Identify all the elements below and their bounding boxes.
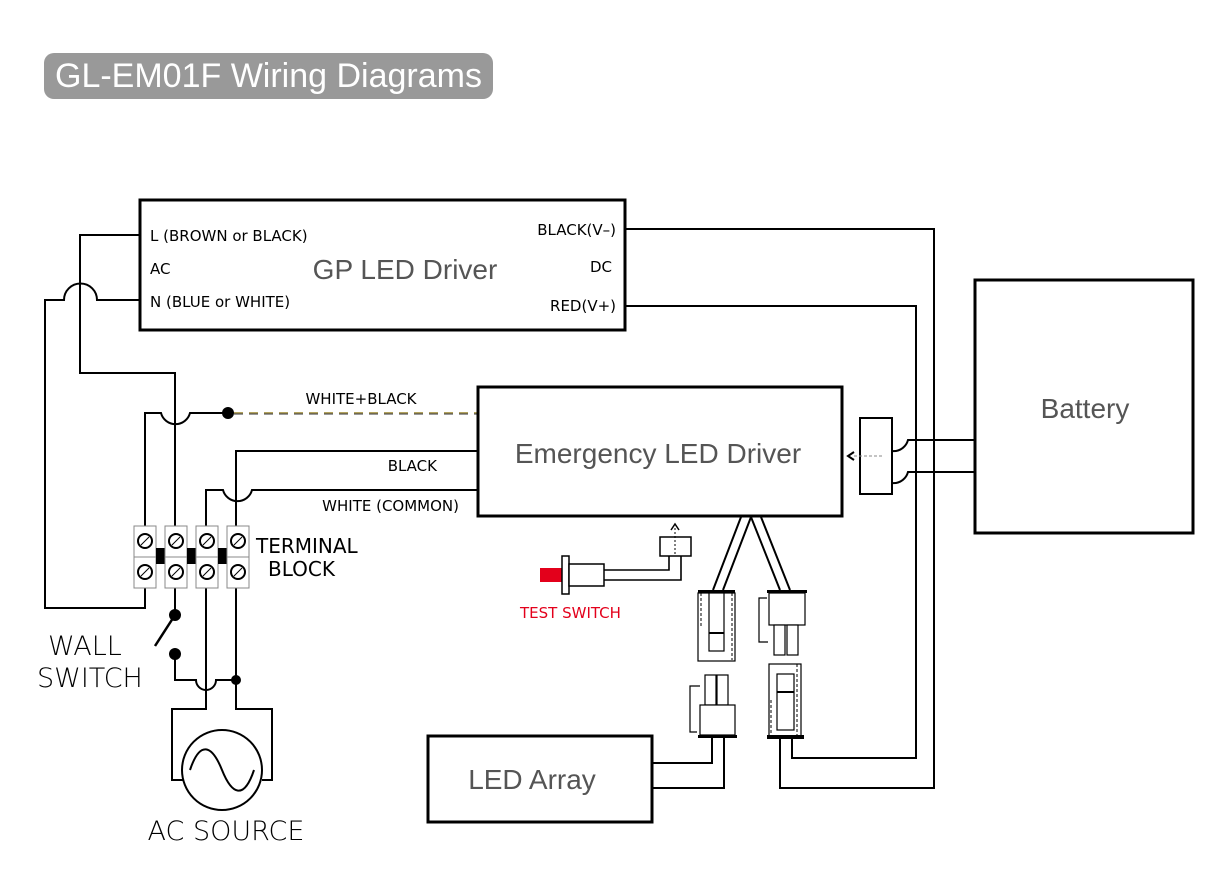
terminal-label-1: TERMINAL: [255, 534, 359, 558]
led-array: LED Array: [426, 734, 654, 824]
cable-left: [712, 516, 752, 591]
wire-white-common: [205, 489, 478, 532]
test-switch[interactable]: TEST SWITCH: [519, 522, 692, 622]
wires: [44, 228, 975, 789]
wire-terminal4-to-source: [235, 580, 273, 781]
terminal-label-2: BLOCK: [268, 557, 336, 581]
ac-source: AC SOURCE: [148, 729, 305, 847]
emergency-led-driver: Emergency LED Driver: [476, 385, 844, 518]
terminal-4: [226, 525, 250, 589]
connector-right-male: [758, 590, 807, 656]
gp-led-driver: L (BROWN or BLACK) AC N (BLUE or WHITE) …: [138, 198, 627, 332]
wire-gp-neutral: [44, 282, 146, 609]
connector-left-female: [697, 590, 736, 662]
wire-terminal3-to-source: [171, 580, 207, 781]
battery: Battery: [973, 278, 1195, 535]
terminal-2: [164, 525, 188, 589]
wire-label-black: BLACK: [388, 457, 438, 475]
led-array-title: LED Array: [468, 764, 596, 795]
gp-ac-label: AC: [150, 260, 170, 278]
gp-driver-title: GP LED Driver: [313, 254, 498, 285]
wall-switch[interactable]: WALL SWITCH: [37, 609, 181, 694]
gp-black-label: BLACK(V–): [537, 221, 616, 239]
wire-gp-dc-negative: [625, 228, 935, 789]
terminal-block: TERMINAL BLOCK: [133, 525, 359, 589]
emergency-driver-title: Emergency LED Driver: [515, 438, 801, 469]
test-switch-button[interactable]: [540, 568, 562, 582]
connector-right-female: [767, 663, 804, 739]
switch-lever[interactable]: [153, 614, 177, 647]
gp-l-label: L (BROWN or BLACK): [150, 227, 308, 245]
junction-dot: [222, 407, 234, 419]
arrow-left-icon: [846, 451, 855, 461]
sine-wave-icon: [189, 748, 255, 792]
wire-gp-line: [79, 234, 176, 532]
terminal-1: [133, 525, 157, 589]
gp-red-label: RED(V+): [550, 297, 616, 315]
wire-terminal1-to-junction: [144, 412, 228, 532]
connector-left-male: [689, 674, 737, 738]
wire-led-array-1: [652, 738, 713, 764]
wire-switch-to-source: [174, 654, 236, 691]
ac-source-label: AC SOURCE: [148, 816, 305, 847]
wire-label-white-black: WHITE+BLACK: [305, 390, 417, 408]
wall-switch-label-2: SWITCH: [37, 663, 143, 694]
wire-led-array-2: [652, 738, 725, 789]
wire-gp-dc-positive: [625, 305, 917, 759]
battery-title: Battery: [1041, 393, 1130, 424]
wire-black: [235, 450, 478, 532]
wall-switch-label-1: WALL: [48, 631, 122, 662]
test-switch-label: TEST SWITCH: [519, 604, 621, 622]
battery-connector: [846, 417, 893, 495]
wire-label-white-common: WHITE (COMMON): [322, 497, 459, 515]
cable-right: [750, 516, 791, 591]
arrow-up-icon: [670, 522, 680, 531]
gp-dc-label: DC: [590, 258, 612, 276]
diagram-title: GL-EM01F Wiring Diagrams: [44, 53, 493, 99]
terminal-3: [195, 525, 219, 589]
gp-n-label: N (BLUE or WHITE): [150, 293, 290, 311]
